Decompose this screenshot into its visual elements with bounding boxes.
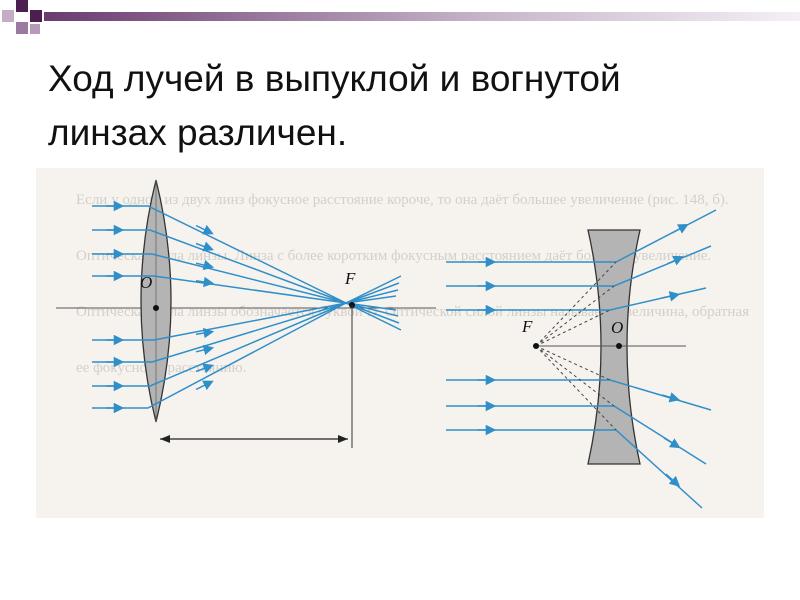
dashed-line xyxy=(535,345,617,431)
lens-diagram: Если у одной из двух линз фокусное расст… xyxy=(36,168,764,518)
corner-square xyxy=(16,0,28,12)
lens-diagram-svg: Если у одной из двух линз фокусное расст… xyxy=(36,168,764,518)
dimension-arrow-icon xyxy=(338,435,348,443)
arrow-icon xyxy=(671,224,689,234)
arrow-icon xyxy=(195,241,214,252)
dashed-line xyxy=(535,261,617,347)
corner-square xyxy=(16,22,28,34)
arrow-icon xyxy=(661,291,681,302)
dashed-line xyxy=(535,309,611,347)
concave-ray-arrows xyxy=(478,224,689,487)
arrow-icon xyxy=(661,392,681,403)
arrow-icon xyxy=(663,437,681,449)
convex-ray-arrows xyxy=(106,200,215,414)
slide-title-line: Ход лучей в выпуклой и вогнутой xyxy=(48,58,621,99)
concave-center-label: O xyxy=(611,318,623,337)
arrow-icon xyxy=(195,344,215,356)
arrow-icon xyxy=(195,327,215,339)
convex-center-point xyxy=(153,305,159,311)
corner-square xyxy=(30,24,40,34)
arrow-icon xyxy=(665,473,681,487)
arrow-icon xyxy=(195,363,214,374)
background-text-area: Если у одной из двух линз фокусное расст… xyxy=(76,192,750,376)
title-bar-graphic xyxy=(2,0,800,34)
dimension-arrow-icon xyxy=(160,435,170,443)
arrow-icon xyxy=(195,259,215,271)
background-text: Если у одной из двух линз фокусное расст… xyxy=(76,192,750,376)
concave-focus-label: F xyxy=(521,317,533,336)
top-decoration-bar xyxy=(0,0,800,40)
slide-title: Ход лучей в выпуклой и вогнутой линзах р… xyxy=(48,52,768,160)
arrow-icon xyxy=(666,255,684,266)
arrow-icon xyxy=(195,224,214,235)
arrow-icon xyxy=(195,380,214,391)
arrow-icon xyxy=(195,276,215,288)
corner-square xyxy=(2,10,14,22)
virtual-ray-extensions xyxy=(535,261,617,431)
dashed-line xyxy=(535,285,615,347)
concave-center-point xyxy=(616,343,622,349)
dashed-line xyxy=(535,345,611,381)
concave-focus-point xyxy=(533,343,539,349)
corner-square xyxy=(30,10,42,22)
gradient-stripe xyxy=(44,12,800,21)
convex-focus-label: F xyxy=(344,269,356,288)
dashed-line xyxy=(535,345,615,407)
slide-title-line: линзах различен. xyxy=(48,112,348,153)
convex-center-label: O xyxy=(140,273,152,292)
